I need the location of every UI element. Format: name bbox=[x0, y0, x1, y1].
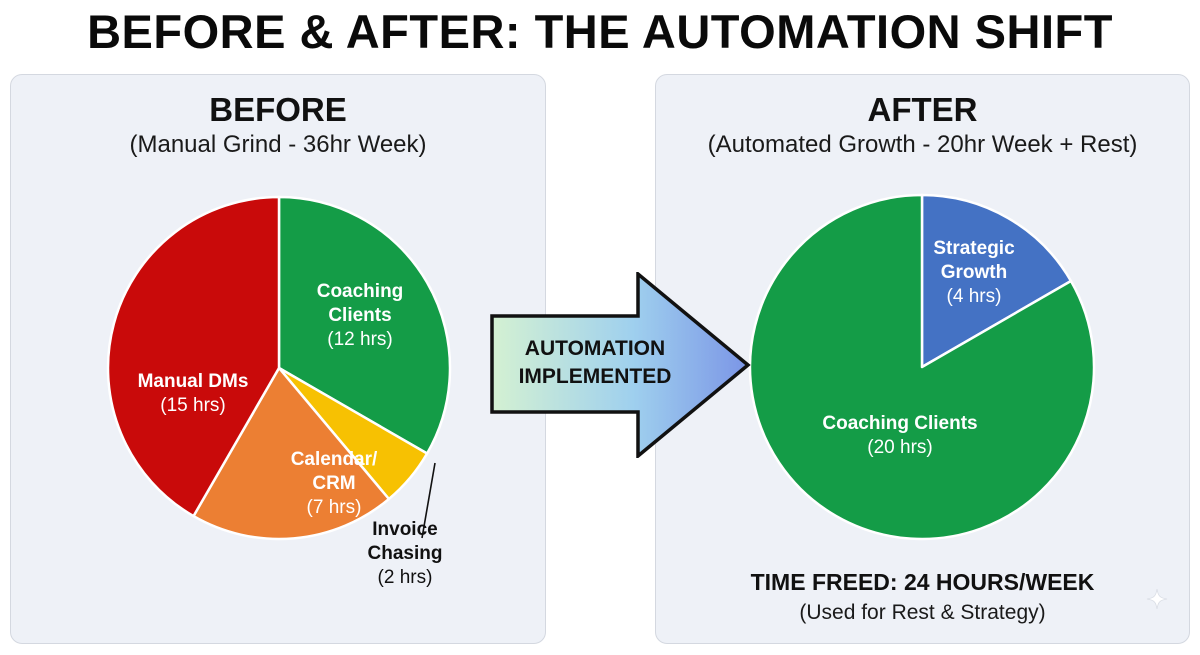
slice-value-manual-dms: (15 hrs) bbox=[160, 395, 225, 416]
before-title: BEFORE bbox=[209, 91, 347, 128]
slice-label-strategic-growth: Growth bbox=[941, 262, 1008, 283]
arrow-label-line-2: IMPLEMENTED bbox=[518, 365, 672, 388]
pie-slice-coaching-clients bbox=[277, 195, 452, 455]
time-freed-heading: TIME FREED: 24 HOURS/WEEK bbox=[750, 569, 1095, 595]
pie-slice-coaching-clients bbox=[748, 193, 1096, 541]
slice-value-coaching-clients: (20 hrs) bbox=[867, 437, 932, 458]
slice-value-coaching-clients: (12 hrs) bbox=[327, 329, 392, 350]
slice-label-calendar-crm: CRM bbox=[312, 473, 355, 494]
slice-label-calendar-crm: Calendar/ bbox=[291, 449, 378, 470]
slice-label-coaching-clients: Coaching Clients bbox=[822, 413, 977, 434]
slice-value-invoice-chasing: (2 hrs) bbox=[378, 567, 433, 588]
after-subtitle: (Automated Growth - 20hr Week + Rest) bbox=[707, 131, 1138, 158]
slice-label-coaching-clients: Clients bbox=[328, 305, 391, 326]
after-panel: AFTER (Automated Growth - 20hr Week + Re… bbox=[655, 74, 1190, 644]
sparkle-icon bbox=[1146, 588, 1168, 610]
pie-slice-manual-dms bbox=[106, 195, 281, 518]
slice-label-invoice-chasing: Invoice bbox=[372, 519, 437, 540]
pie-slice-strategic-growth bbox=[920, 193, 1073, 369]
slice-value-strategic-growth: (4 hrs) bbox=[947, 286, 1002, 307]
slice-label-manual-dms: Manual DMs bbox=[138, 371, 249, 392]
before-panel: BEFORE (Manual Grind - 36hr Week) Coachi… bbox=[10, 74, 546, 644]
slice-label-strategic-growth: Strategic bbox=[933, 238, 1015, 259]
slice-label-coaching-clients: Coaching bbox=[317, 281, 404, 302]
page-title: BEFORE & AFTER: THE AUTOMATION SHIFT bbox=[87, 5, 1113, 58]
right-arrow-icon bbox=[490, 272, 751, 458]
before-subtitle: (Manual Grind - 36hr Week) bbox=[129, 131, 427, 158]
time-freed-note: (Used for Rest & Strategy) bbox=[799, 601, 1046, 624]
arrow-label: AUTOMATION IMPLEMENTED bbox=[505, 335, 685, 391]
slice-value-calendar-crm: (7 hrs) bbox=[307, 497, 362, 518]
slice-label-invoice-chasing: Chasing bbox=[368, 543, 443, 564]
after-title: AFTER bbox=[867, 91, 978, 128]
leader-line-invoice-chasing bbox=[421, 462, 436, 539]
pie-slice-calendar-crm bbox=[192, 366, 391, 541]
arrow-label-line-1: AUTOMATION bbox=[524, 337, 666, 360]
